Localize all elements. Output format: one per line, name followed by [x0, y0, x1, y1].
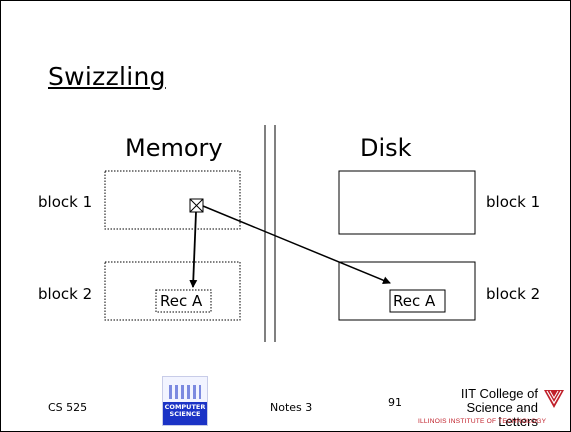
disk-block-1-label: block 1	[486, 193, 541, 211]
slide-title: Swizzling	[48, 62, 166, 91]
logo-text: COMPUTER SCIENCE	[164, 403, 206, 418]
disk-block-2-label: block 2	[486, 285, 541, 303]
memory-record-box	[155, 289, 212, 313]
memory-block-2-label: block 2	[38, 285, 93, 303]
memory-block-2	[104, 261, 241, 321]
memory-block-1-label: block 1	[38, 193, 93, 211]
memory-heading: Memory	[125, 134, 223, 162]
footer-page-number: 91	[388, 396, 402, 409]
swizzled-pointer-arrow	[189, 211, 198, 288]
computer-science-logo: COMPUTER SCIENCE	[162, 376, 208, 426]
footer-notes: Notes 3	[270, 401, 313, 414]
disk-pointer-arrow	[202, 205, 391, 285]
pointer-box-icon	[189, 198, 204, 213]
logo-stripes-icon	[169, 385, 201, 399]
disk-heading: Disk	[360, 134, 412, 162]
memory-record-label: Rec A	[160, 292, 203, 310]
disk-record-label: Rec A	[393, 292, 436, 310]
disk-block-1	[338, 170, 476, 235]
footer-course: CS 525	[48, 401, 88, 414]
disk-block-2	[338, 261, 476, 321]
institute-name: ILLINOIS INSTITUTE OF TECHNOLOGY	[418, 418, 547, 425]
college-name: IIT College of Science and Letters	[460, 386, 538, 429]
iit-shield-icon	[544, 390, 564, 408]
disk-record-box	[389, 289, 446, 313]
memory-block-1	[104, 170, 241, 230]
